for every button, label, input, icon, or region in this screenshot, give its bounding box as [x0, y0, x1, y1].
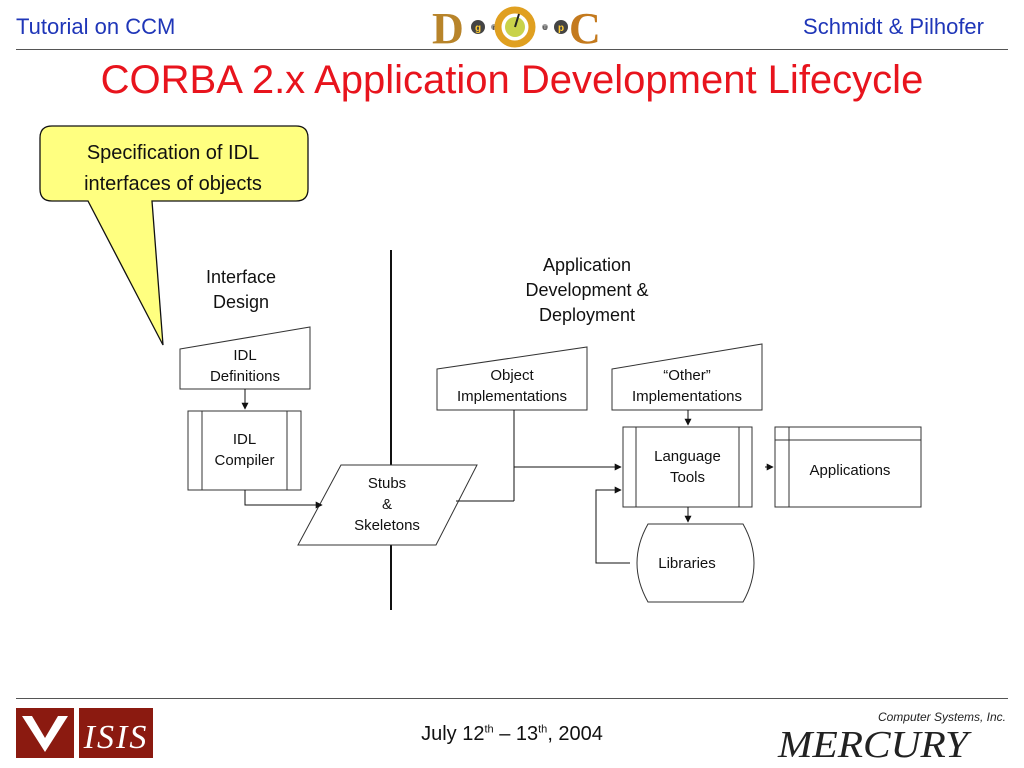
- language-tools-line-2: Tools: [669, 469, 706, 486]
- phase-left-line-2: Design: [212, 292, 270, 312]
- logo-letter-c: C: [569, 4, 601, 53]
- applications-label: Applications: [809, 462, 891, 479]
- language-tools-line-1: Language: [654, 448, 721, 465]
- footer-rule: [16, 698, 1008, 699]
- date-sup-1: th: [484, 723, 494, 736]
- stubs-line-1: Stubs: [367, 475, 407, 492]
- phase-right-line-1: Application: [542, 255, 632, 275]
- logo-letter-g: g: [475, 23, 481, 34]
- object-impl-line-2: Implementations: [456, 388, 568, 405]
- stubs-line-3: Skeletons: [354, 517, 420, 534]
- phase-label-app-development: Application Development & Deployment: [487, 253, 687, 328]
- other-implementations-label: “Other” Implementations: [612, 365, 762, 407]
- callout-bubble: [39, 125, 309, 346]
- phase-right-line-2: Development &: [525, 280, 649, 300]
- idl-definitions-line-2: Definitions: [209, 368, 281, 385]
- idl-definitions-label: IDL Definitions: [180, 345, 310, 387]
- idl-compiler-line-2: Compiler: [214, 452, 275, 469]
- mercury-logo-wordmark: MERCURY: [777, 724, 972, 766]
- callout-line-1: Specification of IDL: [86, 142, 260, 164]
- other-impl-line-1: “Other”: [663, 367, 711, 384]
- idl-compiler-label: IDL Compiler: [188, 429, 301, 471]
- stubs-skeletons-label: Stubs & Skeletons: [327, 473, 447, 536]
- object-impl-line-1: Object: [490, 367, 534, 384]
- stubs-line-2: &: [381, 496, 392, 513]
- date-part-3: , 2004: [547, 723, 603, 745]
- callout-line-2: interfaces of objects: [84, 173, 262, 195]
- date-part-2: – 13: [493, 723, 539, 745]
- logo-letter-p: p: [558, 23, 564, 34]
- date-part-1: July 12: [421, 723, 485, 745]
- phase-left-line-1: Interface: [205, 267, 277, 287]
- mercury-logo: Computer Systems, Inc. MERCURY: [777, 710, 1006, 766]
- header-right-text: Schmidt & Pilhofer: [803, 14, 984, 39]
- date-sup-2: th: [538, 723, 548, 736]
- stubs-skeletons-shape: [297, 464, 478, 546]
- callout-text: Specification of IDL interfaces of objec…: [40, 138, 306, 200]
- header-rule: [16, 49, 1008, 50]
- object-implementations-shape: [436, 346, 588, 411]
- arrow-libraries-to-tools: [595, 486, 630, 564]
- idl-definitions-shape: [179, 326, 311, 390]
- arrow-compiler-to-stubs: [244, 490, 323, 509]
- isis-logo-text: ISIS: [83, 719, 149, 756]
- logo-letter-r: r: [493, 25, 496, 32]
- idl-compiler-shape: [187, 410, 302, 491]
- other-implementations-shape: [611, 343, 763, 411]
- logo-letter-u: u: [543, 25, 547, 32]
- idl-definitions-line-1: IDL: [233, 347, 257, 364]
- footer-date: July 12th – 13th, 2004: [0, 723, 1024, 746]
- slide-title: CORBA 2.x Application Development Lifecy…: [100, 58, 924, 102]
- libraries-shape: [636, 523, 755, 603]
- other-impl-line-2: Implementations: [631, 388, 743, 405]
- isis-logo: ISIS: [16, 708, 153, 758]
- libraries-label: Libraries: [658, 555, 716, 572]
- logo-letter-d: D: [432, 4, 464, 53]
- phase-label-interface-design: Interface Design: [181, 265, 301, 315]
- mercury-logo-tagline: Computer Systems, Inc.: [878, 710, 1006, 724]
- doc-group-logo: D g r u p C: [432, 4, 601, 53]
- applications-shape: [774, 426, 922, 508]
- object-implementations-label: Object Implementations: [437, 365, 587, 407]
- header-left-text: Tutorial on CCM: [16, 14, 176, 39]
- idl-compiler-line-1: IDL: [232, 431, 257, 448]
- language-tools-label: Language Tools: [623, 446, 752, 488]
- phase-right-line-3: Deployment: [538, 305, 636, 325]
